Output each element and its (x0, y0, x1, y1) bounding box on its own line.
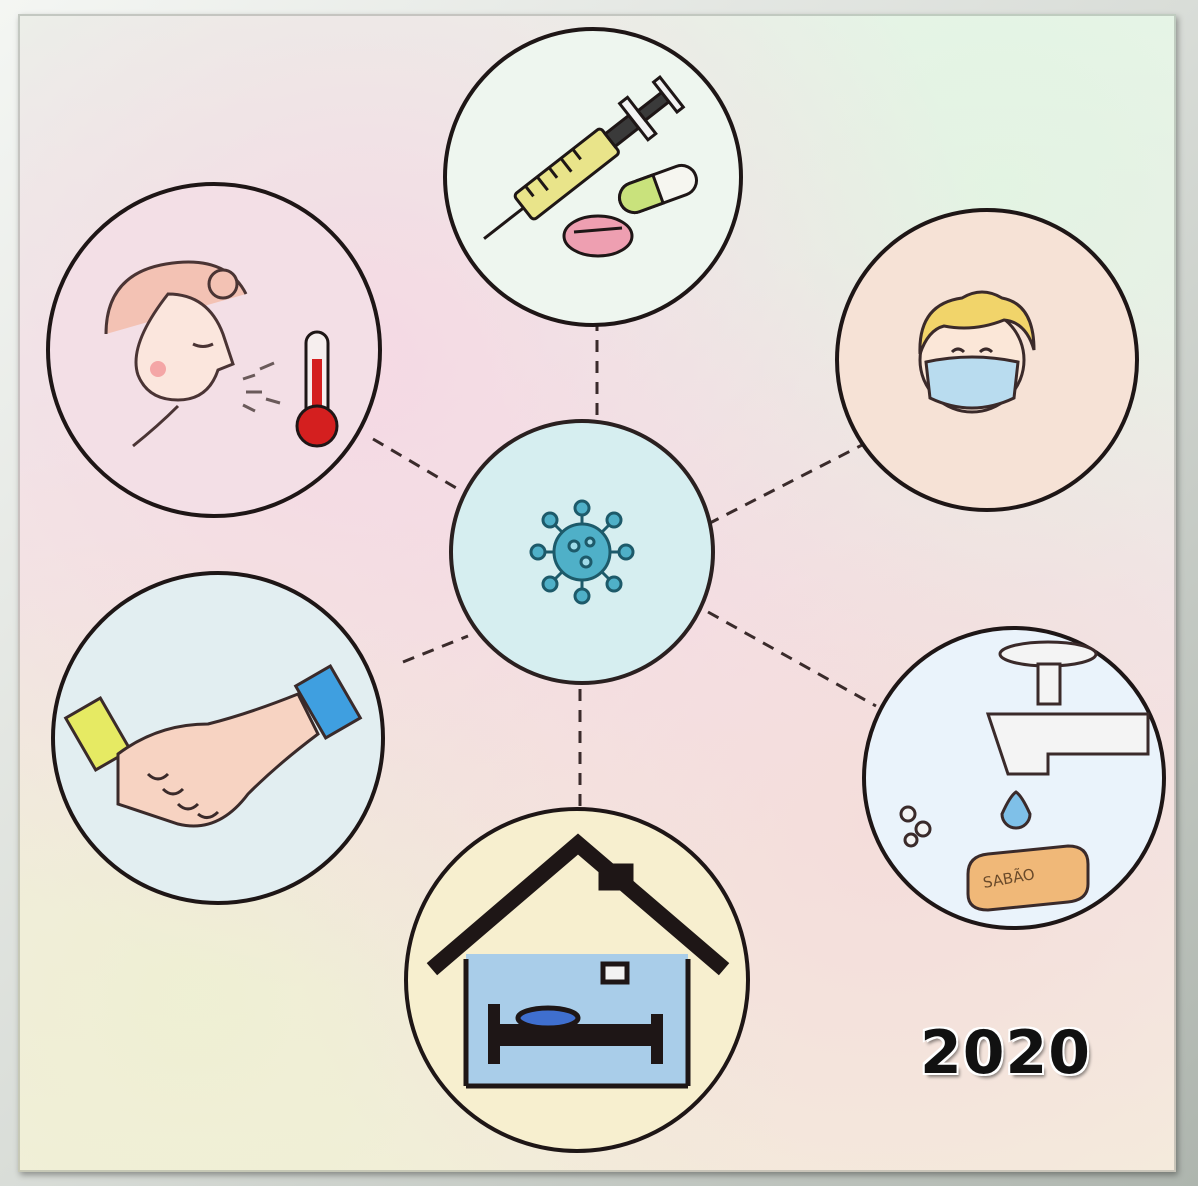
circle-handwashing: SABÃO (862, 626, 1166, 930)
prevention-diagram: SABÃO (46, 27, 1166, 1153)
circle-stay-home (404, 807, 750, 1153)
handshake-icon (63, 663, 363, 828)
faucet-icon (899, 640, 1150, 848)
connector-left-bottom (402, 634, 469, 664)
cough-person-icon (104, 260, 281, 448)
circle-symptoms (46, 182, 382, 518)
connector-right-top (707, 440, 869, 526)
syringe-icon (483, 75, 686, 240)
thermometer-icon (295, 330, 339, 448)
circle-medication (443, 27, 743, 327)
pill-icon (562, 163, 698, 258)
center-circle (449, 419, 715, 685)
connectors (372, 319, 877, 826)
house-bed-icon (426, 833, 730, 1089)
circle-handshake (51, 571, 385, 905)
mask-face-icon (918, 290, 1036, 414)
circle-mask (835, 208, 1139, 512)
connector-right-bottom (707, 610, 877, 708)
virus-icon (529, 499, 635, 605)
connector-left-top (372, 437, 464, 494)
year-label: 2020 (920, 1018, 1091, 1088)
soap-icon: SABÃO (966, 844, 1090, 912)
